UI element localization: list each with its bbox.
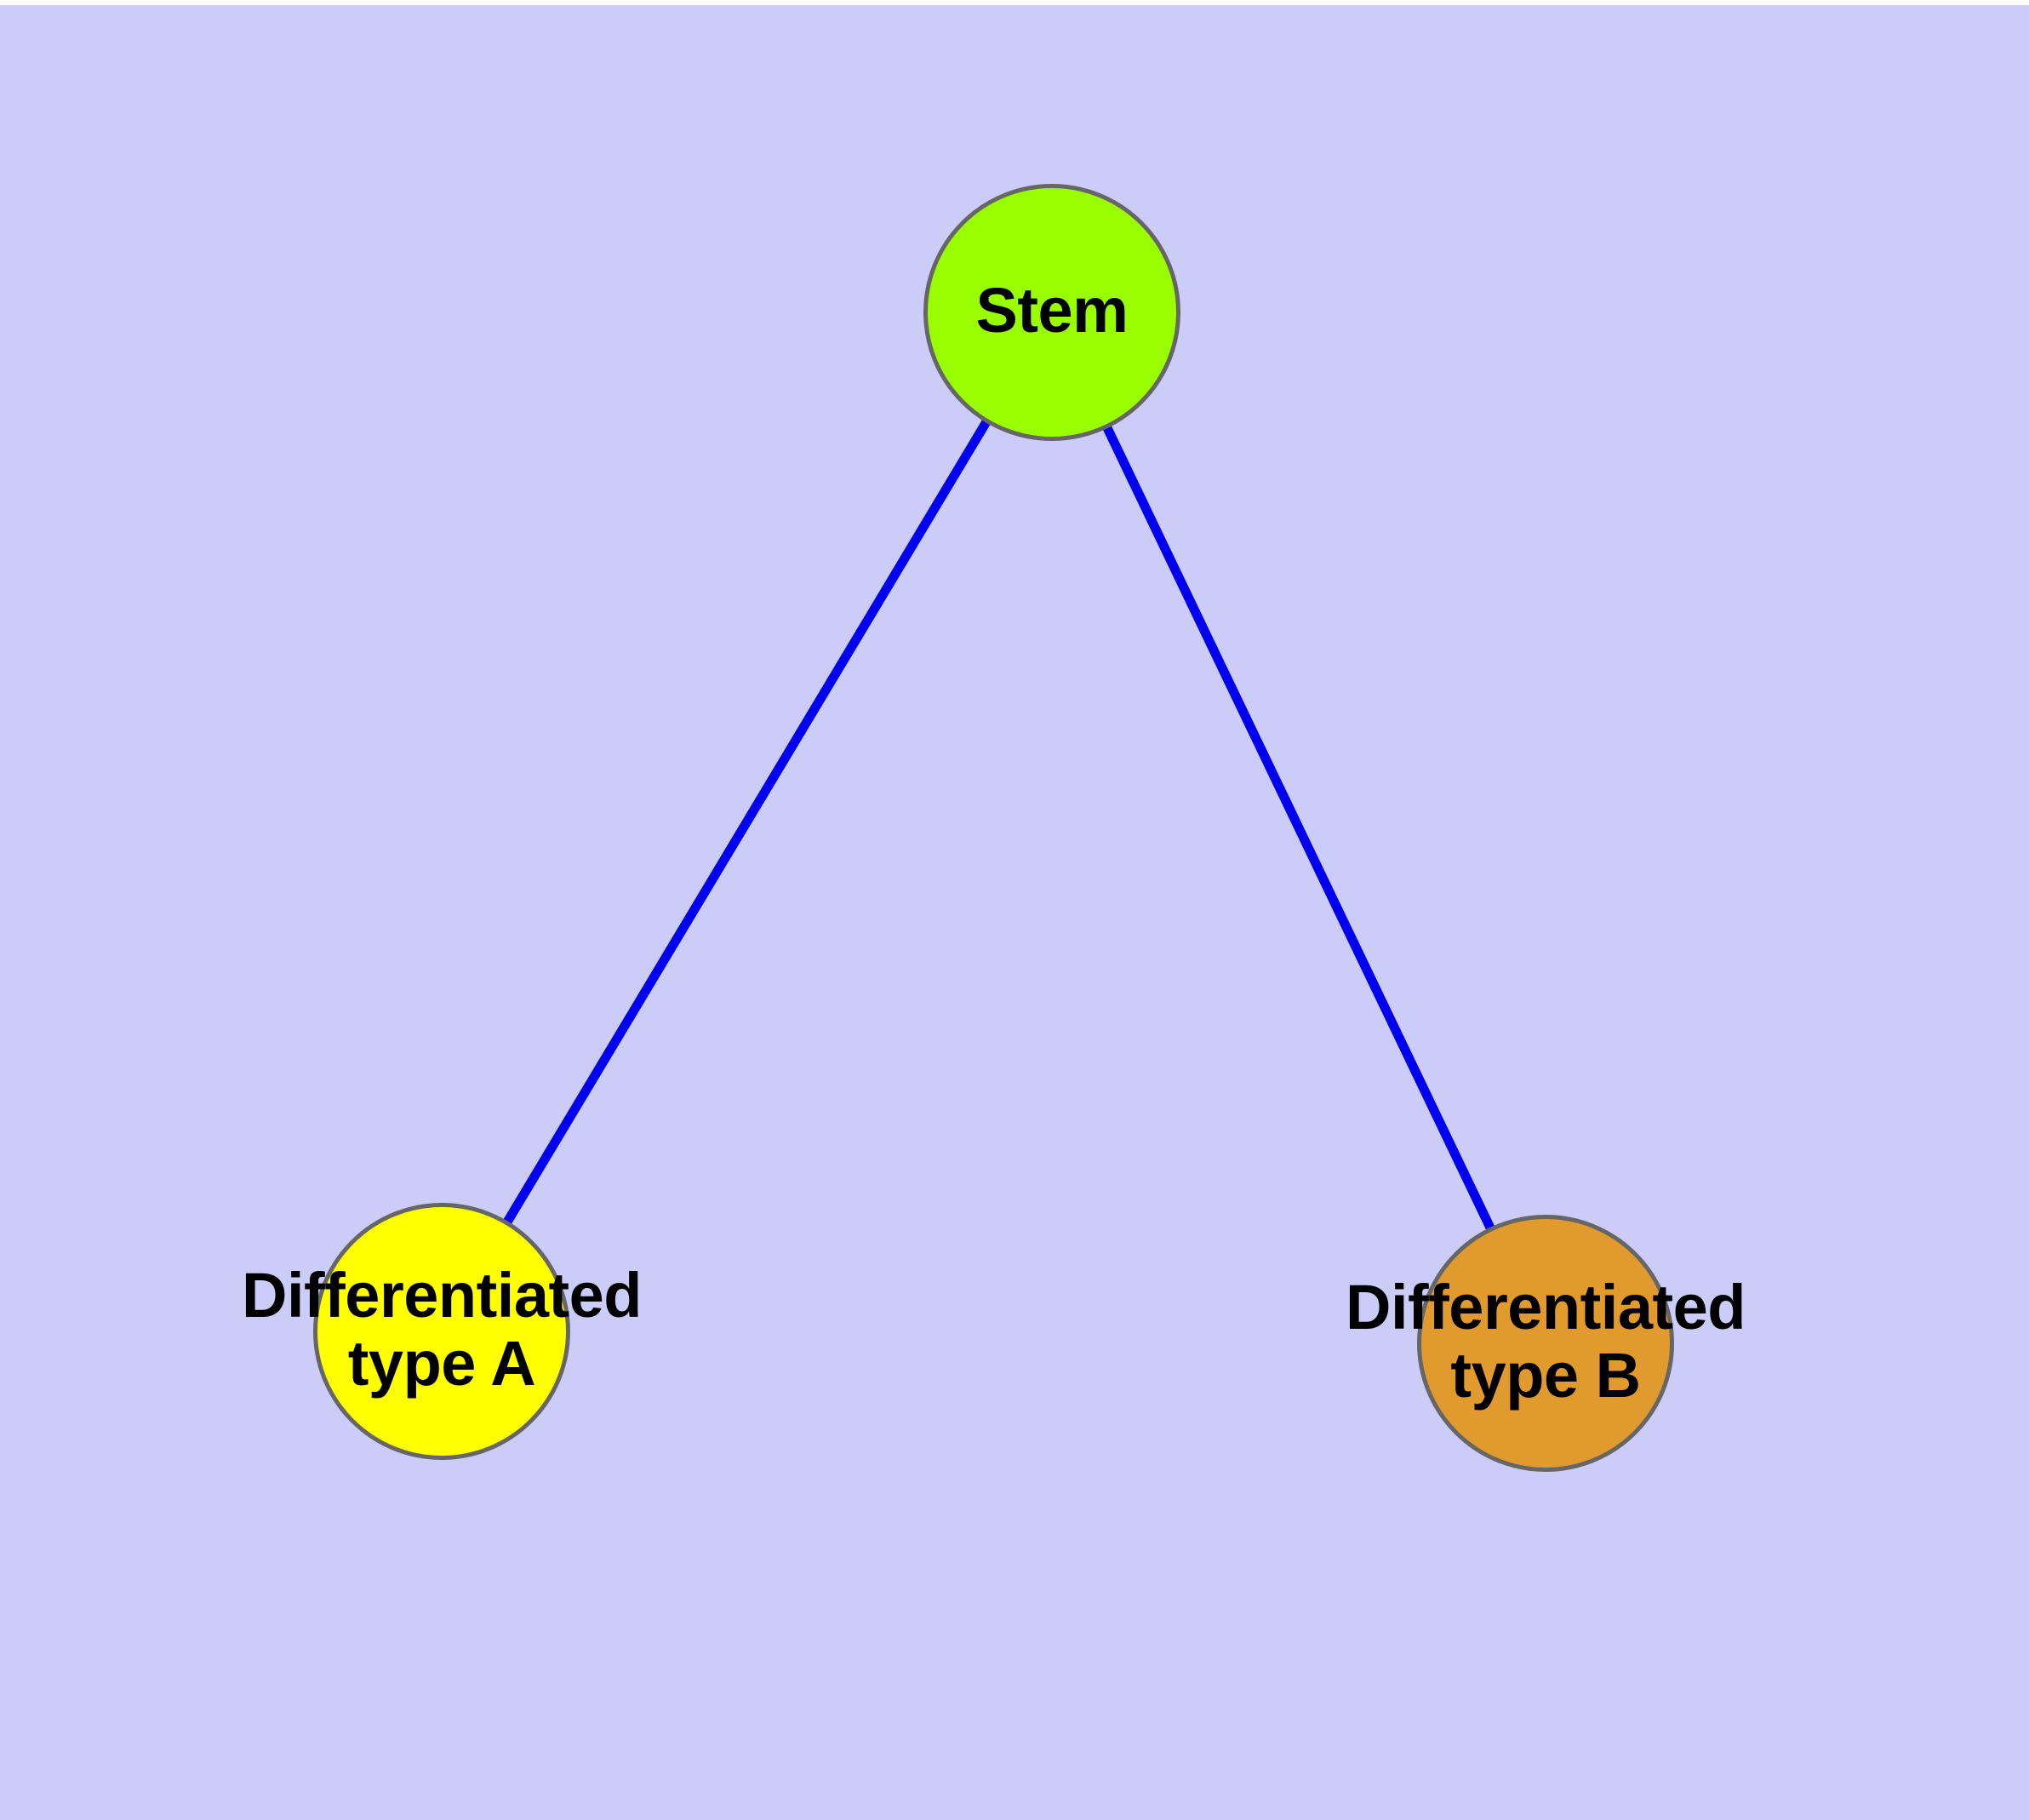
graph-edge	[1102, 425, 1495, 1231]
graph-node-diff_a[interactable]	[313, 1203, 570, 1460]
edges-group	[502, 418, 1495, 1231]
graph-node-stem[interactable]	[923, 184, 1180, 441]
edge-layer	[502, 418, 1495, 1231]
graph-edge	[502, 418, 992, 1226]
graph-node-diff_b[interactable]	[1417, 1215, 1674, 1472]
